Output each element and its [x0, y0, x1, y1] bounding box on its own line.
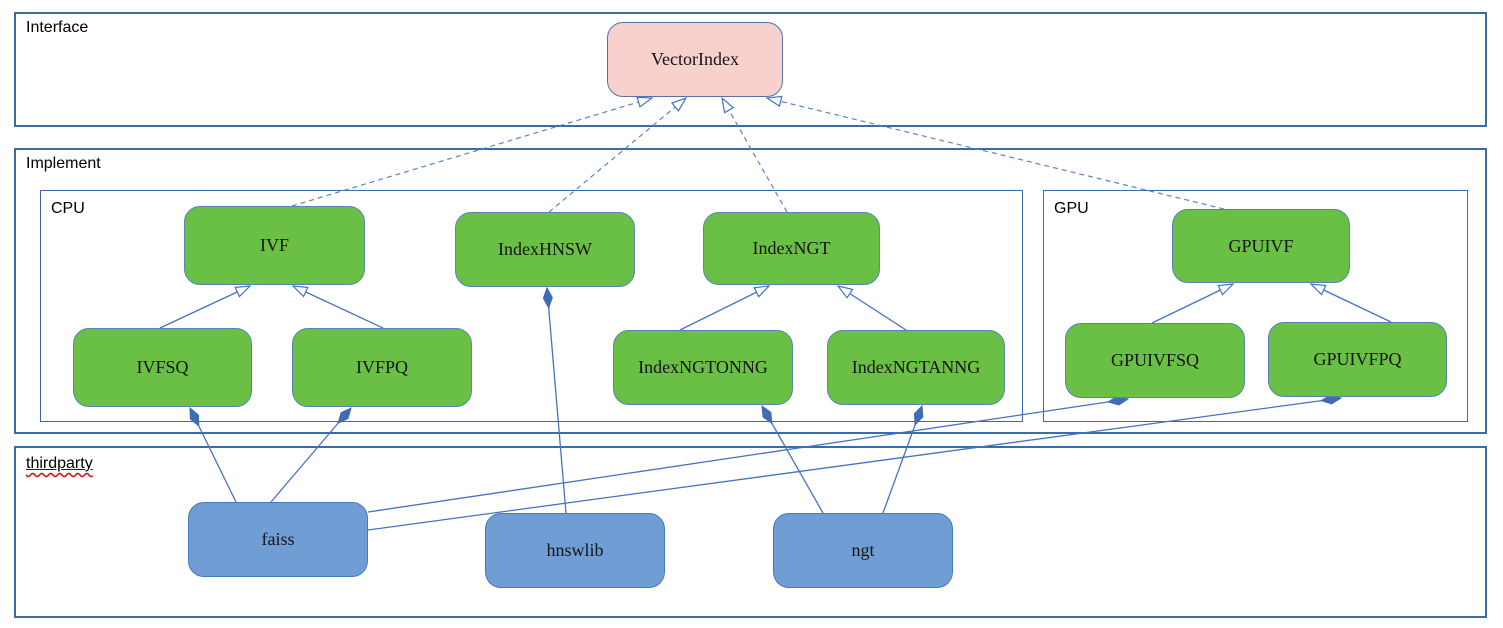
node-hnswlib-label: hnswlib — [546, 540, 604, 560]
node-faiss-label: faiss — [261, 529, 295, 549]
group-thirdparty-label-text: thirdparty — [26, 455, 93, 472]
node-ivfpq[interactable]: IVFPQ — [292, 328, 472, 407]
node-ivfsq-label: IVFSQ — [136, 357, 189, 377]
node-faiss[interactable]: faiss — [188, 502, 368, 577]
node-indexhnsw-label: IndexHNSW — [498, 239, 592, 259]
node-ngt-label: ngt — [851, 540, 875, 560]
node-indexngt-label: IndexNGT — [752, 238, 831, 258]
node-vectorindex[interactable]: VectorIndex — [607, 22, 783, 97]
node-indexngtanng-label: IndexNGTANNG — [851, 357, 981, 377]
node-ivf-label: IVF — [259, 235, 289, 255]
node-gpuivfpq-label: GPUIVFPQ — [1313, 349, 1402, 369]
node-vectorindex-label: VectorIndex — [651, 49, 739, 69]
node-indexngtonng-label: IndexNGTONNG — [638, 357, 768, 377]
group-gpu-label: GPU — [1054, 200, 1089, 217]
group-implement-label: Implement — [26, 155, 101, 172]
group-thirdparty-label: thirdparty — [26, 455, 93, 473]
node-indexngtanng[interactable]: IndexNGTANNG — [827, 330, 1005, 405]
node-gpuivfsq[interactable]: GPUIVFSQ — [1065, 323, 1245, 398]
node-ngt[interactable]: ngt — [773, 513, 953, 588]
group-cpu-label: CPU — [51, 200, 85, 217]
node-ivf[interactable]: IVF — [184, 206, 365, 285]
group-interface-label: Interface — [26, 19, 89, 36]
node-indexhnsw[interactable]: IndexHNSW — [455, 212, 635, 287]
node-gpuivfsq-label: GPUIVFSQ — [1110, 350, 1200, 370]
node-indexngt[interactable]: IndexNGT — [703, 212, 880, 285]
node-ivfsq[interactable]: IVFSQ — [73, 328, 252, 407]
node-gpuivfpq[interactable]: GPUIVFPQ — [1268, 322, 1447, 397]
node-indexngtonng[interactable]: IndexNGTONNG — [613, 330, 793, 405]
node-ivfpq-label: IVFPQ — [355, 357, 408, 377]
node-gpuivf-label: GPUIVF — [1228, 235, 1294, 256]
node-hnswlib[interactable]: hnswlib — [485, 513, 665, 588]
node-gpuivf[interactable]: GPUIVF — [1172, 209, 1350, 283]
